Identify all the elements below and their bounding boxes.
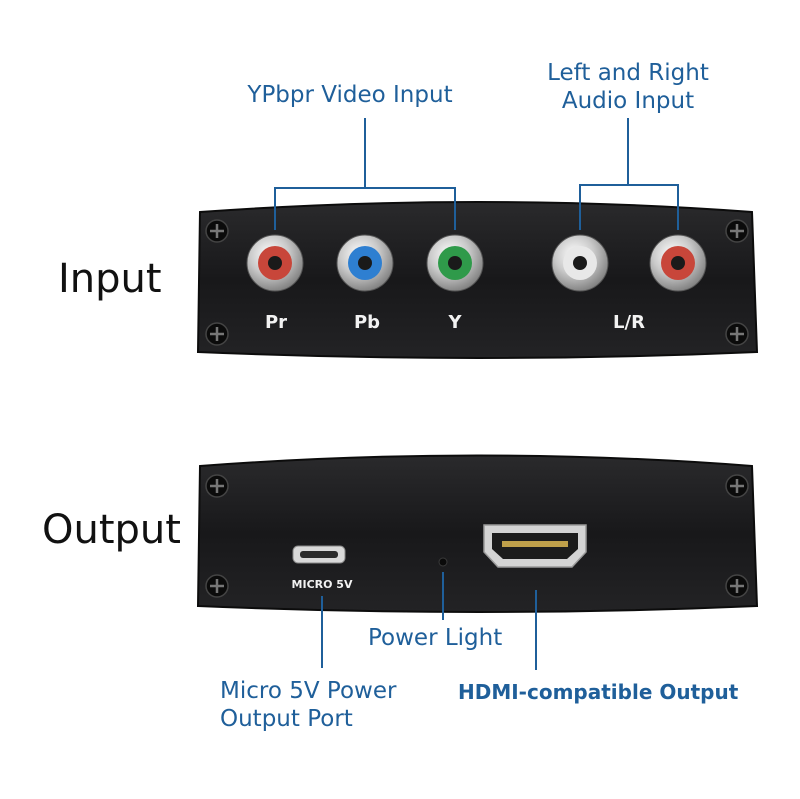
- input-panel: Pr Pb Y L/R: [196, 201, 759, 359]
- rca-jack-left-audio: [551, 234, 609, 292]
- output-panel: MICRO 5V: [196, 454, 759, 613]
- screw-icon: [205, 322, 229, 346]
- screw-icon: [205, 474, 229, 498]
- port-label-micro: MICRO 5V: [292, 578, 353, 591]
- screw-icon: [205, 219, 229, 243]
- hdmi-port: [483, 524, 587, 568]
- callout-micro-port-line1: Micro 5V Power: [220, 678, 397, 704]
- callout-power-light: Power Light: [368, 625, 502, 651]
- screw-icon: [725, 322, 749, 346]
- port-label-pb: Pb: [354, 312, 380, 333]
- rca-jack-pr: [246, 234, 304, 292]
- callout-video-input: YPbpr Video Input: [246, 82, 452, 108]
- rca-jack-y: [426, 234, 484, 292]
- screw-icon: [725, 474, 749, 498]
- micro-usb-port: [292, 545, 346, 564]
- callout-lines: [274, 118, 679, 670]
- power-led: [438, 557, 448, 567]
- port-label-pr: Pr: [265, 312, 287, 333]
- port-label-lr: L/R: [613, 312, 645, 333]
- screw-icon: [725, 219, 749, 243]
- rca-jack-right-audio: [649, 234, 707, 292]
- section-label-output: Output: [42, 507, 181, 553]
- callout-audio-input-line1: Left and Right: [547, 60, 709, 86]
- screw-icon: [725, 574, 749, 598]
- rca-jack-pb: [336, 234, 394, 292]
- port-label-y: Y: [447, 312, 462, 333]
- callout-micro-port-line2: Output Port: [220, 706, 353, 732]
- screw-icon: [205, 574, 229, 598]
- callout-hdmi-output: HDMI-compatible Output: [458, 680, 739, 704]
- section-label-input: Input: [58, 256, 162, 302]
- callout-audio-input-line2: Audio Input: [562, 88, 694, 114]
